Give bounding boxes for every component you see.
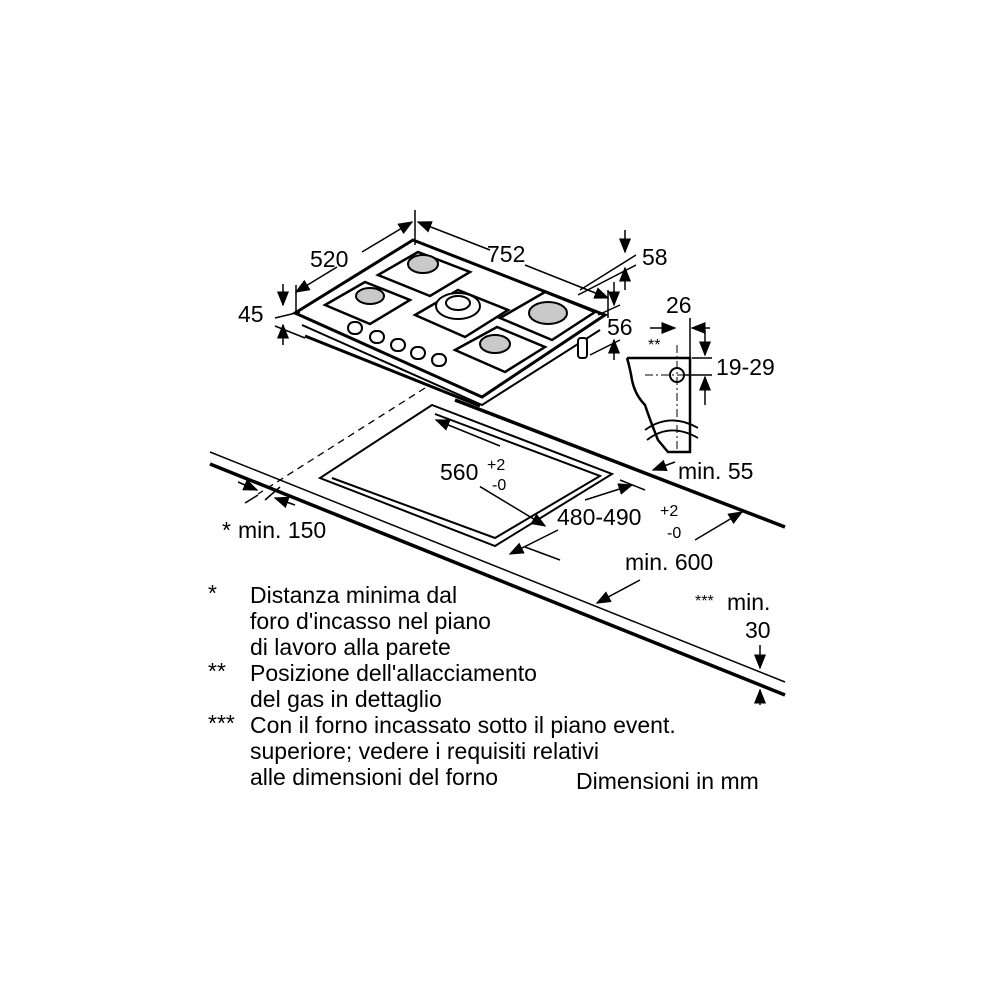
burner-cap: [528, 301, 568, 325]
dim-min-depth: min. 600: [625, 549, 713, 575]
note-marker: *: [208, 580, 217, 606]
dim-min-back: min. 55: [678, 458, 753, 484]
side-marker: *: [222, 517, 231, 543]
dim-width: 752: [487, 241, 525, 267]
note-line: superiore; vedere i requisiti relativi: [250, 738, 599, 764]
countertop: [209, 398, 786, 697]
knob: [347, 321, 363, 335]
hob: [291, 238, 609, 408]
knob: [410, 346, 426, 360]
knob: [390, 338, 406, 352]
note-line: del gas in dettaglio: [250, 686, 442, 712]
front-marker: ***: [695, 593, 714, 610]
dim-height: 45: [238, 301, 264, 327]
burner-cap: [407, 254, 439, 274]
burner-cap: [479, 334, 511, 354]
knob: [369, 330, 385, 344]
dim-min-front-value: 30: [745, 617, 771, 643]
dim-rear-offset: 58: [642, 244, 668, 270]
units-note: Dimensioni in mm: [576, 768, 759, 794]
dim-min-side: min. 150: [238, 517, 326, 543]
tol-plus: +2: [660, 503, 678, 520]
note-line: foro d'incasso nel piano: [250, 608, 491, 634]
dimension-lines: [237, 210, 766, 705]
dim-cutout-width: 560: [440, 459, 478, 485]
knob: [431, 353, 447, 367]
note-line: alle dimensioni del forno: [250, 764, 499, 790]
note-line: Con il forno incassato sotto il piano ev…: [250, 712, 676, 738]
cutout: [257, 387, 615, 548]
burner-cap: [445, 295, 471, 311]
note-2: Posizione dell'allacciamento del gas in …: [250, 660, 537, 712]
tol-plus: +2: [487, 457, 505, 474]
dim-gas-x: 26: [666, 292, 692, 318]
gas-connector: [577, 337, 588, 359]
tol-minus: -0: [667, 525, 681, 542]
gas-connection-detail: [625, 345, 700, 454]
note-line: Distanza minima dal: [250, 582, 458, 608]
dim-depth: 520: [310, 246, 348, 272]
dim-cutout-depth: 480-490: [557, 504, 641, 530]
burner-cap: [355, 287, 385, 305]
note-1: Distanza minima dal foro d'incasso nel p…: [250, 582, 491, 660]
dim-min-front: min.: [727, 589, 770, 615]
gas-marker: **: [648, 337, 660, 354]
note-line: Posizione dell'allacciamento: [250, 660, 537, 686]
note-marker: ***: [208, 710, 235, 736]
burner: [322, 250, 598, 374]
dim-right-offset: 56: [607, 314, 633, 340]
note-marker: **: [208, 658, 226, 684]
tol-minus: -0: [492, 477, 506, 494]
dimension-labels: 520 752 45 58 56 26 ** 19-29 560 +2 -0 4…: [222, 241, 775, 643]
note-3: Con il forno incassato sotto il piano ev…: [250, 712, 676, 790]
dim-gas-y: 19-29: [716, 354, 775, 380]
note-line: di lavoro alla parete: [250, 634, 451, 660]
